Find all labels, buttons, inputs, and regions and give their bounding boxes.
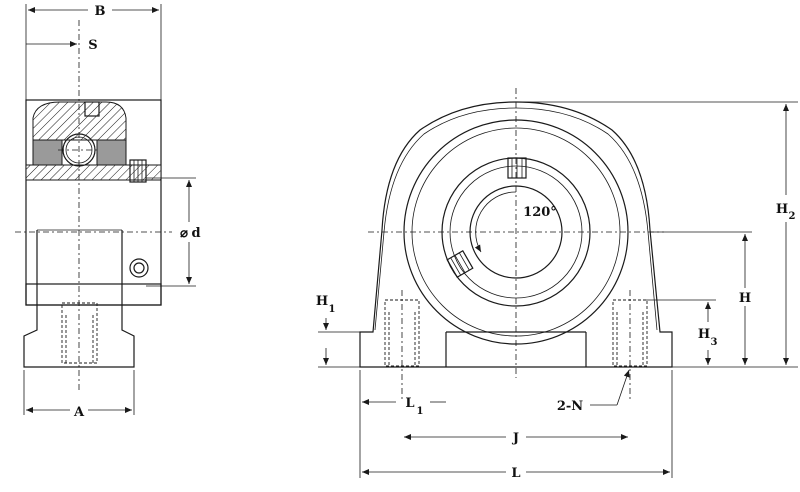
dim-H1-sub: 1 [329, 304, 336, 315]
dim-d-label: d [191, 226, 200, 241]
side-base-plate [25, 283, 162, 306]
angle-arc [474, 191, 517, 253]
dim-L-label: L [511, 466, 520, 481]
dim-H2-label: H [776, 202, 788, 217]
side-grease-fitting [84, 101, 100, 117]
side-inner-ring-right [96, 139, 127, 166]
dim-H3-sub: 3 [711, 337, 718, 348]
side-lube-nipple-inner [133, 262, 145, 274]
side-lube-nipple-outer [129, 258, 149, 278]
side-collar-section [25, 164, 162, 181]
dim-B-label: B [95, 4, 106, 19]
side-inner-ring-left [32, 139, 63, 166]
dim-H-label: H [739, 291, 751, 306]
dim-J-label: J [512, 431, 519, 446]
dim-L1-label: L [405, 396, 414, 411]
dim-H3-label: H [698, 327, 710, 342]
dim-d-symbol: ⌀ [180, 226, 188, 241]
side-insert-cap-section [32, 101, 127, 141]
dim-H1-label: H [316, 294, 328, 309]
dim-N-label: 2-N [557, 399, 583, 414]
side-pedestal [36, 230, 123, 305]
side-bolt-hole [61, 302, 98, 364]
dim-N-leader-arrow [616, 369, 630, 406]
front-set-screw-left [446, 250, 474, 278]
dim-S-label: S [88, 38, 97, 53]
dim-H2-sub: 2 [789, 211, 796, 222]
side-view: B S ⌀ d A [15, 4, 201, 420]
angle-label: 120° [523, 205, 557, 220]
dim-L1-sub: 1 [417, 406, 424, 417]
front-view: 120° H 2 H H 3 H 1 L 1 [316, 88, 798, 481]
front-foot-pads [445, 332, 587, 367]
dim-A-label: A [73, 405, 85, 420]
